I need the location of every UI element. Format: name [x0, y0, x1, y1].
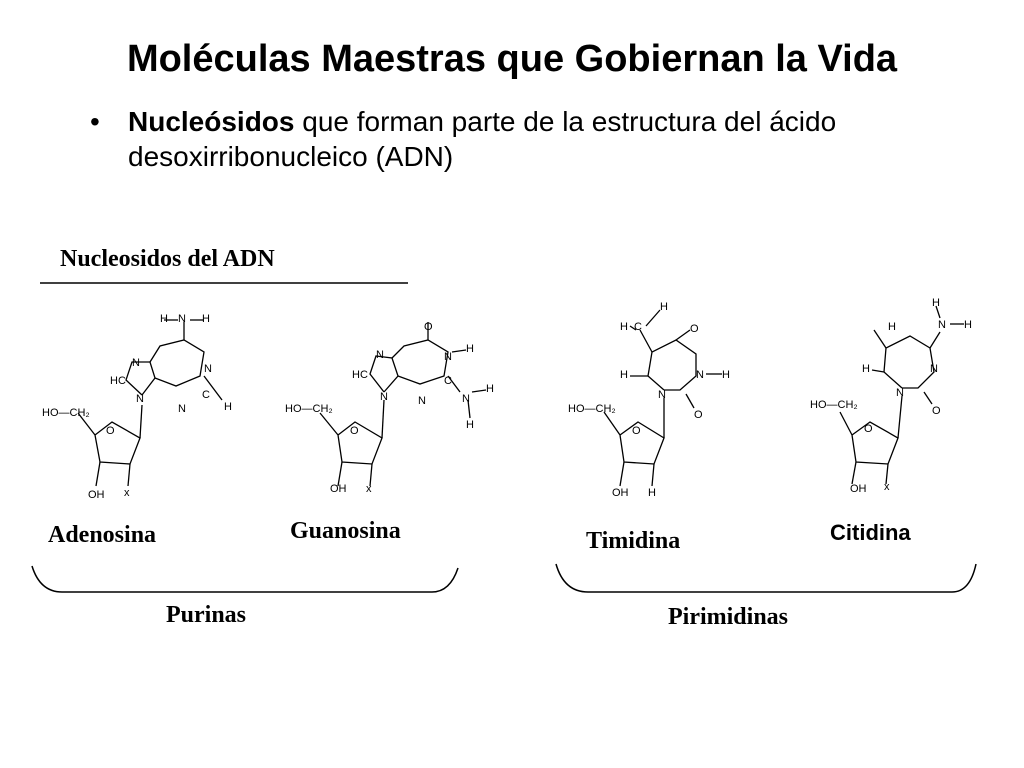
svg-text:N: N: [696, 369, 704, 381]
adenosine-structure: [77, 319, 223, 487]
svg-text:O: O: [864, 423, 873, 435]
svg-text:N: N: [132, 357, 140, 369]
pyrimidines-bracket: [555, 563, 977, 593]
svg-text:HO—CH₂: HO—CH₂: [285, 403, 333, 415]
guanosine-labels: O N HC N H C N N H H N HO—CH₂ O OH x: [285, 321, 494, 495]
svg-text:HC: HC: [352, 369, 368, 381]
svg-text:O: O: [632, 425, 641, 437]
svg-text:N: N: [136, 393, 144, 405]
svg-text:N: N: [178, 403, 186, 415]
svg-text:H: H: [964, 319, 972, 331]
svg-text:x: x: [884, 481, 890, 493]
svg-text:N: N: [658, 389, 666, 401]
svg-text:H: H: [466, 419, 474, 431]
bullet-bold-term: Nucleósidos: [128, 106, 295, 137]
purines-label: Purinas: [166, 602, 246, 628]
svg-text:OH: OH: [88, 489, 105, 501]
svg-text:N: N: [376, 349, 384, 361]
svg-text:HO—CH₂: HO—CH₂: [810, 399, 858, 411]
svg-text:N: N: [930, 363, 938, 375]
svg-text:H: H: [466, 343, 474, 355]
svg-text:O: O: [350, 425, 359, 437]
svg-text:C: C: [444, 375, 452, 387]
thymidine-label: Timidina: [586, 528, 680, 554]
figure-heading: Nucleosidos del ADN: [60, 246, 275, 272]
svg-text:OH: OH: [850, 483, 867, 495]
svg-text:N: N: [896, 387, 904, 399]
svg-text:O: O: [106, 425, 115, 437]
adenosine-labels: N H H N HC N N C H N HO—CH₂ O OH x: [42, 313, 232, 501]
svg-text:H: H: [620, 369, 628, 381]
cytidine-labels: H N H H H N O N HO—CH₂ O OH x: [810, 297, 972, 495]
guanosine-label: Guanosina: [290, 518, 401, 544]
svg-text:N: N: [418, 395, 426, 407]
purines-bracket: [31, 565, 459, 593]
svg-text:OH: OH: [612, 487, 629, 499]
svg-text:H: H: [202, 313, 210, 325]
thymidine-structure: [603, 309, 722, 487]
svg-text:C: C: [634, 321, 642, 333]
svg-text:H: H: [660, 301, 668, 313]
svg-text:H: H: [486, 383, 494, 395]
svg-text:N: N: [462, 393, 470, 405]
svg-text:N: N: [204, 363, 212, 375]
svg-text:N: N: [178, 313, 186, 325]
pyrimidines-label: Pirimidinas: [668, 604, 788, 630]
svg-text:x: x: [124, 487, 130, 499]
bullet-rest-text: que forman parte de la estructura del ác…: [128, 106, 837, 172]
svg-text:x: x: [366, 483, 372, 495]
svg-text:O: O: [694, 409, 703, 421]
svg-text:C: C: [202, 389, 210, 401]
adenosine-label: Adenosina: [48, 522, 156, 548]
svg-text:HC: HC: [110, 375, 126, 387]
svg-text:N: N: [380, 391, 388, 403]
svg-text:O: O: [690, 323, 699, 335]
svg-text:N: N: [444, 351, 452, 363]
svg-text:HO—CH₂: HO—CH₂: [568, 403, 616, 415]
svg-text:H: H: [932, 297, 940, 309]
slide-title: Moléculas Maestras que Gobiernan la Vida: [126, 38, 898, 80]
svg-text:O: O: [932, 405, 941, 417]
cytidine-label: Citidina: [830, 520, 911, 545]
svg-text:N: N: [938, 319, 946, 331]
thymidine-labels: H H C O H N H O N HO—CH₂ O OH H: [568, 301, 730, 499]
cytidine-structure: [839, 305, 964, 485]
svg-text:H: H: [224, 401, 232, 413]
guanosine-structure: [319, 322, 487, 487]
svg-text:HO—CH₂: HO—CH₂: [42, 407, 90, 419]
svg-text:H: H: [888, 321, 896, 333]
bullet-dot-icon: •: [90, 106, 100, 137]
svg-text:O: O: [424, 321, 433, 333]
bullet-text: Nucleósidos que forman parte de la estru…: [128, 104, 928, 174]
svg-text:H: H: [862, 363, 870, 375]
svg-text:H: H: [620, 321, 628, 333]
svg-text:OH: OH: [330, 483, 347, 495]
svg-text:H: H: [160, 313, 168, 325]
svg-text:H: H: [722, 369, 730, 381]
svg-text:H: H: [648, 487, 656, 499]
